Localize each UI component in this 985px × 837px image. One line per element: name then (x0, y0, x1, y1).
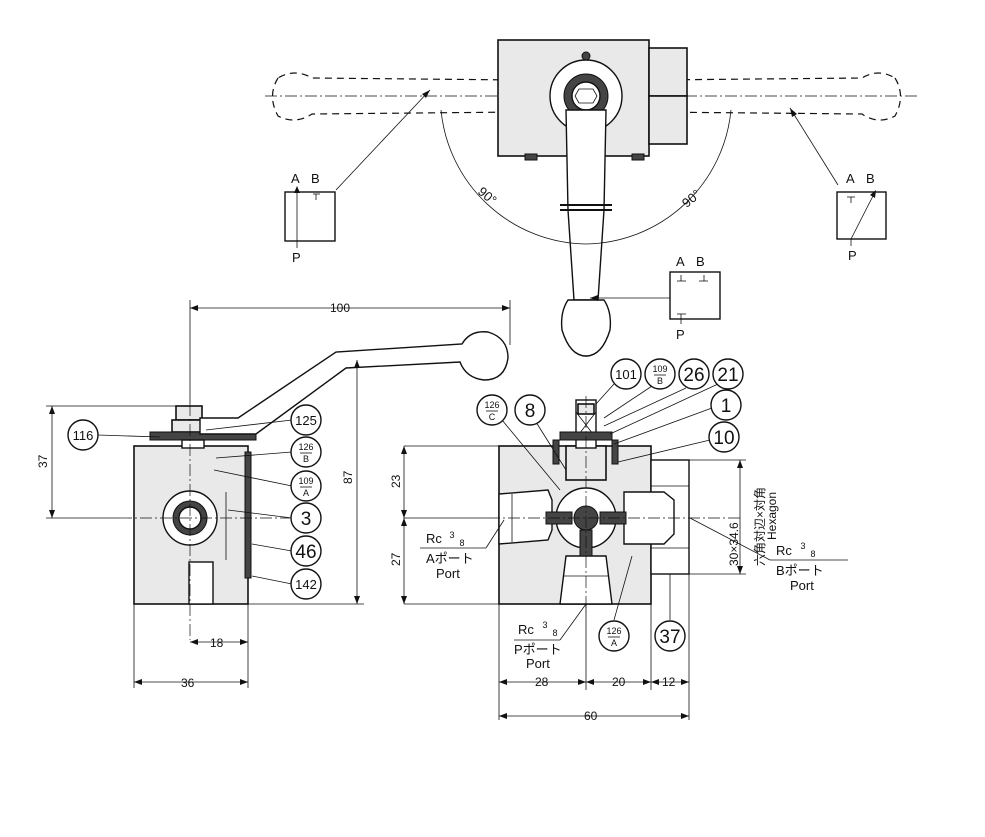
symbol-right-a: A (846, 171, 855, 186)
port-b-en: Port (790, 578, 814, 593)
callout-26: 26 (683, 365, 704, 386)
symbol-left-p: P (292, 250, 301, 265)
callout-46: 46 (295, 542, 316, 563)
angle-right-label: 90° (679, 186, 704, 210)
callout-109b-num: 109 (652, 364, 667, 374)
dim-20: 20 (612, 675, 626, 689)
callout-21: 21 (717, 365, 738, 386)
dim-port-offset: 18 (210, 636, 224, 650)
dim-12: 12 (662, 675, 676, 689)
port-b-rc: Rc (776, 543, 792, 558)
callout-116: 116 (73, 428, 94, 443)
symbol-right-b: B (866, 171, 875, 186)
flow-symbol-right: A B P (836, 171, 887, 263)
hex-dim-jp: 六角対辺×対角 (753, 487, 767, 566)
port-p-en: Port (526, 656, 550, 671)
dim-handle-height: 37 (36, 454, 50, 468)
callout-126c-letter: C (489, 412, 496, 422)
symbol-left-a: A (291, 171, 300, 186)
side-view: 100 37 87 18 36 116 125 126 B 109 A (36, 300, 511, 690)
port-p-den: 8 (552, 628, 557, 638)
dim-overall-width: 100 (330, 301, 350, 315)
callout-8: 8 (525, 401, 536, 422)
callout-126a-num: 126 (606, 626, 621, 636)
angle-left-label: 90° (475, 184, 500, 208)
callout-37: 37 (659, 627, 680, 648)
callout-125: 125 (295, 413, 317, 428)
symbol-center-p: P (676, 327, 685, 342)
symbol-center-a: A (676, 254, 685, 269)
port-a-jp: Aポート (426, 551, 474, 566)
hex-dim-value: 30×34.6 (727, 522, 741, 566)
dim-lower-height: 27 (389, 552, 403, 566)
dim-28: 28 (535, 675, 549, 689)
flow-symbol-left: A B P (284, 171, 336, 265)
port-a-den: 8 (459, 538, 464, 548)
callout-109a-letter: A (303, 488, 309, 498)
callout-126a-letter: A (611, 638, 617, 648)
port-p-rc: Rc (518, 622, 534, 637)
port-a-rc: Rc (426, 531, 442, 546)
hex-dim-en: Hexagon (765, 492, 779, 540)
callout-3: 3 (301, 509, 312, 530)
callout-142: 142 (295, 577, 317, 592)
callout-126b-num: 126 (298, 442, 313, 452)
dim-upper-height: 23 (389, 474, 403, 488)
symbol-center-b: B (696, 254, 705, 269)
dim-body-width: 36 (181, 676, 195, 690)
front-view: 23 27 28 20 12 60 30×34.6 六角対辺×対角 Hexago… (389, 358, 848, 723)
port-p-num: 3 (542, 620, 547, 630)
callout-101: 101 (615, 367, 637, 382)
callout-126b-letter: B (303, 454, 309, 464)
port-a-en: Port (436, 566, 460, 581)
port-b-jp: Bポート (776, 563, 824, 578)
port-b-num: 3 (800, 541, 805, 551)
callout-1: 1 (721, 396, 732, 417)
dim-overall-height: 87 (341, 470, 355, 484)
callout-10: 10 (713, 428, 734, 449)
callout-109a-num: 109 (298, 476, 313, 486)
callout-109b-letter: B (657, 376, 663, 386)
top-view: 90° 90° A B P A B (265, 39, 918, 358)
symbol-left-b: B (311, 171, 320, 186)
dim-60: 60 (584, 709, 598, 723)
port-a-num: 3 (449, 530, 454, 540)
callout-126c-num: 126 (484, 400, 499, 410)
symbol-right-p: P (848, 248, 857, 263)
port-p-jp: Pポート (514, 642, 562, 657)
flow-symbol-center: A B P (669, 254, 721, 342)
port-b-den: 8 (810, 549, 815, 559)
